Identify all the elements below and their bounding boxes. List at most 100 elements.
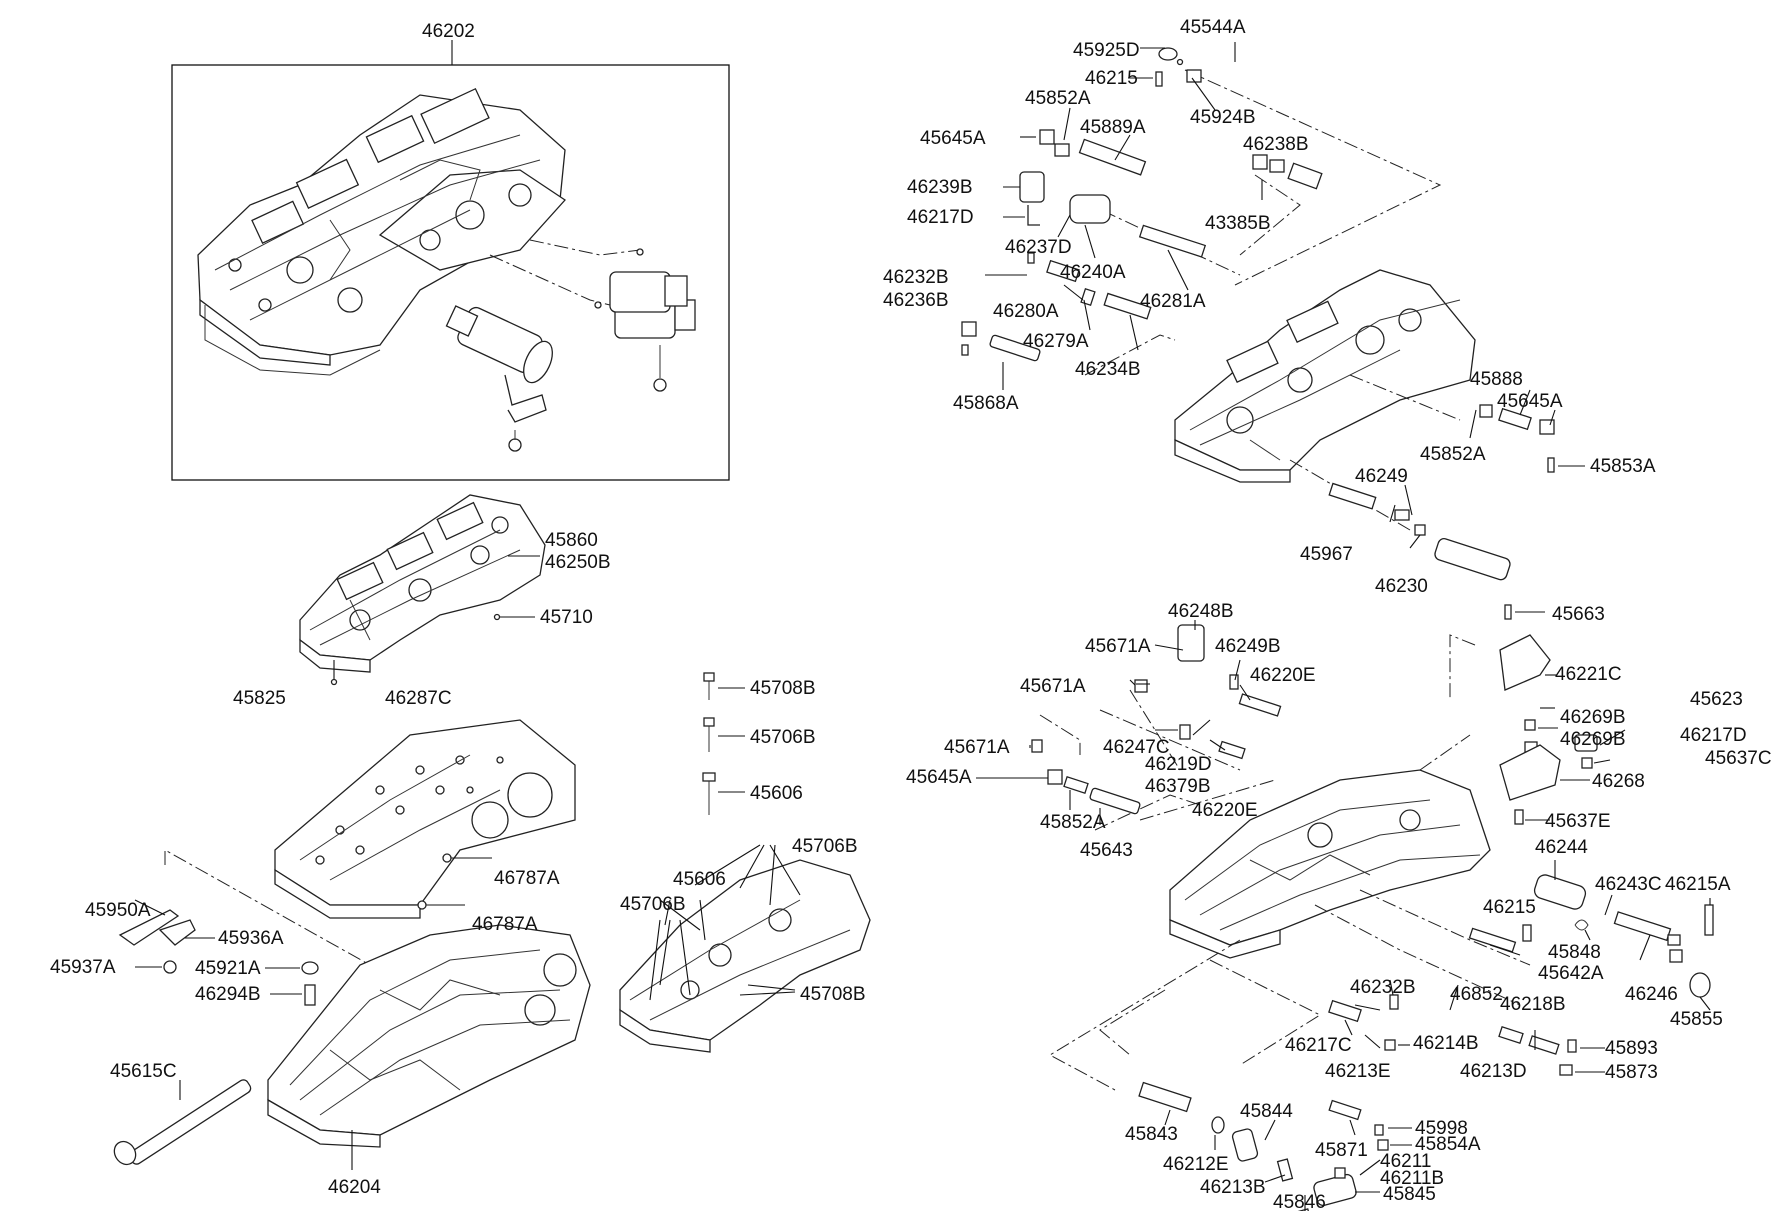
label-46220E: 46220E (1250, 665, 1316, 686)
label-45924B: 45924B (1190, 107, 1256, 128)
label-45706B: 45706B (750, 727, 816, 748)
label-46787A-2: 46787A (472, 914, 538, 935)
label-45937A: 45937A (50, 957, 116, 978)
label-46236B: 46236B (883, 290, 949, 311)
manual-valve-45615C (113, 1079, 252, 1166)
label-46269B-2: 46269B (1560, 729, 1626, 750)
label-46215: 46215 (1085, 68, 1138, 89)
label-46249: 46249 (1355, 466, 1408, 487)
label-45860: 45860 (545, 530, 598, 551)
label-45606-2: 45606 (673, 869, 726, 890)
label-45706B-2: 45706B (792, 836, 858, 857)
label-45671A-2: 45671A (1020, 676, 1086, 697)
label-46215-2: 46215 (1483, 897, 1536, 918)
label-46220E-2: 46220E (1192, 800, 1258, 821)
label-45873: 45873 (1605, 1062, 1658, 1083)
label-45623: 45623 (1690, 689, 1743, 710)
label-45871: 45871 (1315, 1140, 1368, 1161)
leaders-lower-right (976, 620, 1711, 1211)
label-45645A-2: 45645A (1497, 391, 1563, 412)
label-45643: 45643 (1080, 840, 1133, 861)
label-46219D: 46219D (1145, 754, 1212, 775)
label-45998: 45998 (1415, 1118, 1468, 1139)
label-46240A: 46240A (1060, 262, 1126, 283)
separator-plate-46287C (274, 719, 576, 919)
label-46215A: 46215A (1665, 874, 1731, 895)
lower-valve-body-46204 (267, 924, 591, 1148)
label-45544A: 45544A (1180, 17, 1246, 38)
label-46213E: 46213E (1325, 1061, 1391, 1082)
valve-body-drawing (197, 87, 566, 376)
label-46238B: 46238B (1243, 134, 1309, 155)
part-number-labels: 46202 45544A 45925D 46215 45924B 45852A … (50, 17, 1772, 1211)
label-45853A: 45853A (1590, 456, 1656, 477)
label-45825: 45825 (233, 688, 286, 709)
label-46217C: 46217C (1285, 1035, 1352, 1056)
label-45708B: 45708B (750, 678, 816, 699)
label-46217D-2: 46217D (1680, 725, 1747, 746)
upper-valve-body-right (1174, 269, 1476, 483)
assembly-frame (171, 64, 730, 481)
leaders-upper-right (985, 42, 1585, 613)
label-46287C: 46287C (385, 688, 452, 709)
label-46234B: 46234B (1075, 359, 1141, 380)
label-45637C: 45637C (1705, 748, 1772, 769)
label-45936A: 45936A (218, 928, 284, 949)
label-45844: 45844 (1240, 1101, 1293, 1122)
label-45845: 45845 (1383, 1184, 1436, 1205)
label-45843: 45843 (1125, 1124, 1178, 1145)
label-46211: 46211 (1380, 1151, 1431, 1172)
label-45852A-3: 45852A (1040, 812, 1106, 833)
valve-body-assembly-46202 (171, 40, 730, 481)
label-45888: 45888 (1470, 369, 1523, 390)
label-46230: 46230 (1375, 576, 1428, 597)
label-45868A: 45868A (953, 393, 1019, 414)
label-46204: 46204 (328, 1177, 381, 1198)
label-46212E: 46212E (1163, 1154, 1229, 1175)
label-45854A: 45854A (1415, 1134, 1481, 1155)
upper-valve-body-45825 (299, 494, 546, 673)
label-46232B: 46232B (883, 267, 949, 288)
label-46852: 46852 (1450, 984, 1503, 1005)
label-46217D: 46217D (907, 207, 974, 228)
label-46239B: 46239B (907, 177, 973, 198)
label-46213D: 46213D (1460, 1061, 1527, 1082)
lower-valve-body-right (1169, 769, 1491, 959)
label-45708B-2: 45708B (800, 984, 866, 1005)
label-46243C: 46243C (1595, 874, 1662, 895)
valve-body-bolt-locations (619, 859, 871, 1053)
label-45645A-3: 45645A (906, 767, 972, 788)
ball-45921A (301, 961, 319, 1006)
label-46237D: 46237D (1005, 237, 1072, 258)
label-45889A: 45889A (1080, 117, 1146, 138)
label-45848: 45848 (1548, 942, 1601, 963)
label-46214B: 46214B (1413, 1033, 1479, 1054)
label-45852A-2: 45852A (1420, 444, 1486, 465)
label-46269B: 46269B (1560, 707, 1626, 728)
label-45967: 45967 (1300, 544, 1353, 565)
label-45671A-3: 45671A (944, 737, 1010, 758)
label-45710: 45710 (540, 607, 593, 628)
label-45663: 45663 (1552, 604, 1605, 625)
label-45950A: 45950A (85, 900, 151, 921)
label-46221C: 46221C (1555, 664, 1622, 685)
label-45615C: 45615C (110, 1061, 177, 1082)
label-46248B: 46248B (1168, 601, 1234, 622)
label-46281A: 46281A (1140, 291, 1206, 312)
detent-spring-45950A (118, 909, 196, 974)
label-45645A: 45645A (920, 128, 986, 149)
label-43385B: 43385B (1205, 213, 1271, 234)
label-46213B: 46213B (1200, 1177, 1266, 1198)
label-46787A: 46787A (494, 868, 560, 889)
label-46280A: 46280A (993, 301, 1059, 322)
small-parts-upper-right (961, 47, 1555, 620)
label-46244: 46244 (1535, 837, 1588, 858)
label-46250B: 46250B (545, 552, 611, 573)
solenoid-valve-2 (609, 271, 696, 392)
label-45606: 45606 (750, 783, 803, 804)
label-45637E: 45637E (1545, 811, 1611, 832)
label-45706B-3: 45706B (620, 894, 686, 915)
small-parts-lower-right (1031, 624, 1714, 1211)
label-45846: 45846 (1273, 1192, 1326, 1211)
